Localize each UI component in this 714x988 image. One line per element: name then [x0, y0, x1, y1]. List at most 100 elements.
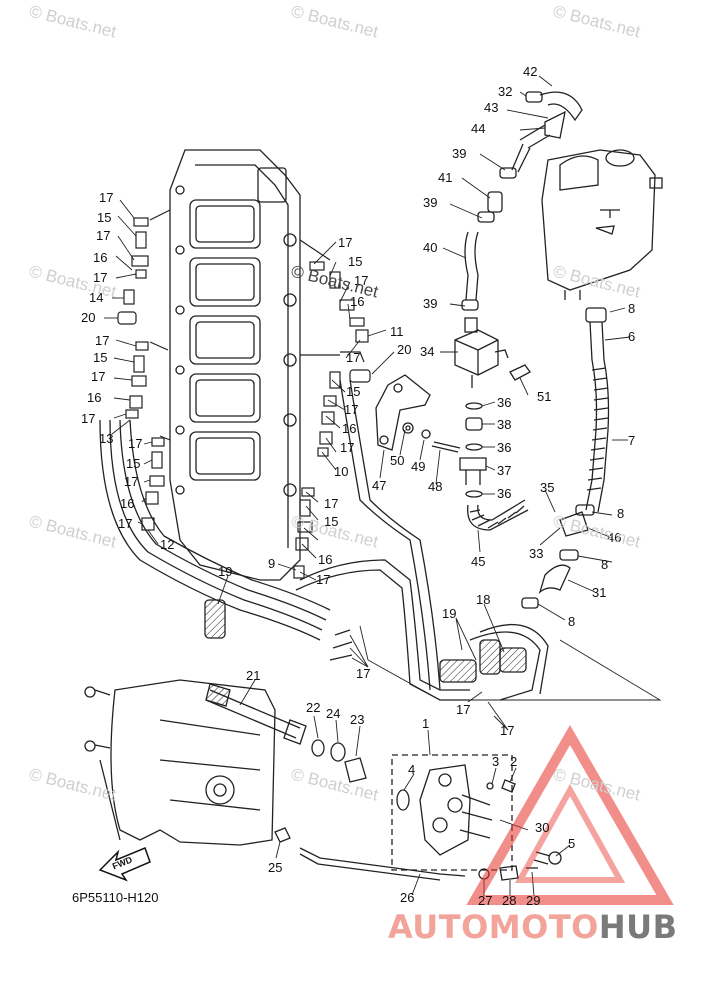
callout-label: 17	[81, 411, 95, 426]
diagram-code: 6P55110-H120	[72, 890, 159, 905]
callout-label: 15	[324, 514, 338, 529]
callout-label: 16	[342, 421, 356, 436]
callout-label: 49	[411, 459, 425, 474]
callout-label: 23	[350, 712, 364, 727]
callout-label: 36	[497, 395, 511, 410]
callout-label: 7	[628, 433, 635, 448]
callout-label: 29	[526, 893, 540, 908]
fwd-arrow-icon	[98, 847, 151, 882]
oil-tank	[541, 149, 663, 300]
callout-label: 32	[498, 84, 512, 99]
lower-engine-casting	[84, 679, 276, 846]
brand-logo-mark	[466, 724, 674, 905]
callout-label: 41	[438, 170, 452, 185]
callout-label: 17	[128, 436, 142, 451]
callout-label: 20	[81, 310, 95, 325]
brand-part1: AUTOMOTO	[388, 908, 599, 946]
callout-label: 8	[601, 557, 608, 572]
brand-part2: HUB	[598, 908, 678, 946]
callout-label: 17	[340, 440, 354, 455]
callout-label: 24	[326, 706, 340, 721]
valve-assembly	[402, 317, 531, 498]
callout-label: 27	[478, 893, 492, 908]
callout-label: 8	[568, 614, 575, 629]
callout-label: 19	[218, 564, 232, 579]
callout-label: 17	[95, 333, 109, 348]
callout-label: 13	[99, 431, 113, 446]
callout-label: 34	[420, 344, 434, 359]
callout-label: 4	[408, 762, 415, 777]
callout-label: 3	[492, 754, 499, 769]
callout-label: 8	[617, 506, 624, 521]
callout-label: 17	[118, 516, 132, 531]
brand-wordmark: AUTOMOTOHUB	[388, 908, 678, 946]
callout-label: 39	[423, 195, 437, 210]
callout-label: 17	[93, 270, 107, 285]
hose-45	[467, 499, 529, 531]
callout-label: 30	[535, 820, 549, 835]
callout-label: 15	[348, 254, 362, 269]
callout-label: 17	[456, 702, 470, 717]
callout-label: 17	[124, 474, 138, 489]
oil-pump	[391, 754, 562, 871]
control-rod	[274, 827, 538, 881]
callout-label: 48	[428, 479, 442, 494]
callout-label: 46	[607, 530, 621, 545]
callout-label: 37	[497, 463, 511, 478]
callout-label: 5	[568, 836, 575, 851]
callout-label: 47	[372, 478, 386, 493]
callout-label: 35	[540, 480, 554, 495]
callout-label: 51	[537, 389, 551, 404]
callout-label: 16	[120, 496, 134, 511]
callout-label: 36	[497, 440, 511, 455]
callout-label: 18	[476, 592, 490, 607]
bracket	[375, 374, 431, 451]
callout-label: 20	[397, 342, 411, 357]
callout-label: 16	[350, 294, 364, 309]
callout-label: 33	[529, 546, 543, 561]
callout-label: 17	[338, 235, 352, 250]
callout-label: 10	[334, 464, 348, 479]
callout-label: 1	[422, 716, 429, 731]
callout-label: 8	[628, 301, 635, 316]
callout-label: 11	[390, 324, 404, 339]
callout-label: 17	[316, 572, 330, 587]
callout-label: 17	[99, 190, 113, 205]
hose-6-7	[521, 307, 610, 609]
callout-label: 42	[523, 64, 537, 79]
callout-label: 17	[91, 369, 105, 384]
callout-label: 45	[471, 554, 485, 569]
callout-label: 14	[89, 290, 103, 305]
callout-label: 43	[484, 100, 498, 115]
callout-label: 17	[354, 273, 368, 288]
callout-label: 9	[268, 556, 275, 571]
callout-label: 15	[346, 384, 360, 399]
callout-label: 28	[502, 893, 516, 908]
callout-label: 17	[344, 402, 358, 417]
callout-label: 36	[497, 486, 511, 501]
callout-label: 39	[452, 146, 466, 161]
callout-label: 38	[497, 417, 511, 432]
callout-label: 16	[318, 552, 332, 567]
callout-label: 2	[510, 754, 517, 769]
callout-label: 44	[471, 121, 485, 136]
callout-label: 22	[306, 700, 320, 715]
callout-label: 17	[346, 350, 360, 365]
hose-network	[99, 379, 549, 701]
callout-label: 15	[97, 210, 111, 225]
callout-label: 6	[628, 329, 635, 344]
callout-label: 17	[356, 666, 370, 681]
callout-label: 21	[246, 668, 260, 683]
callout-label: 26	[400, 890, 414, 905]
leader-lines	[104, 75, 662, 897]
callout-label: 17	[96, 228, 110, 243]
shaft-21	[205, 683, 367, 783]
callout-label: 15	[93, 350, 107, 365]
callout-label: 16	[87, 390, 101, 405]
callout-label: 17	[324, 496, 338, 511]
callout-label: 25	[268, 860, 282, 875]
callout-label: 16	[93, 250, 107, 265]
engine-block	[169, 149, 301, 581]
